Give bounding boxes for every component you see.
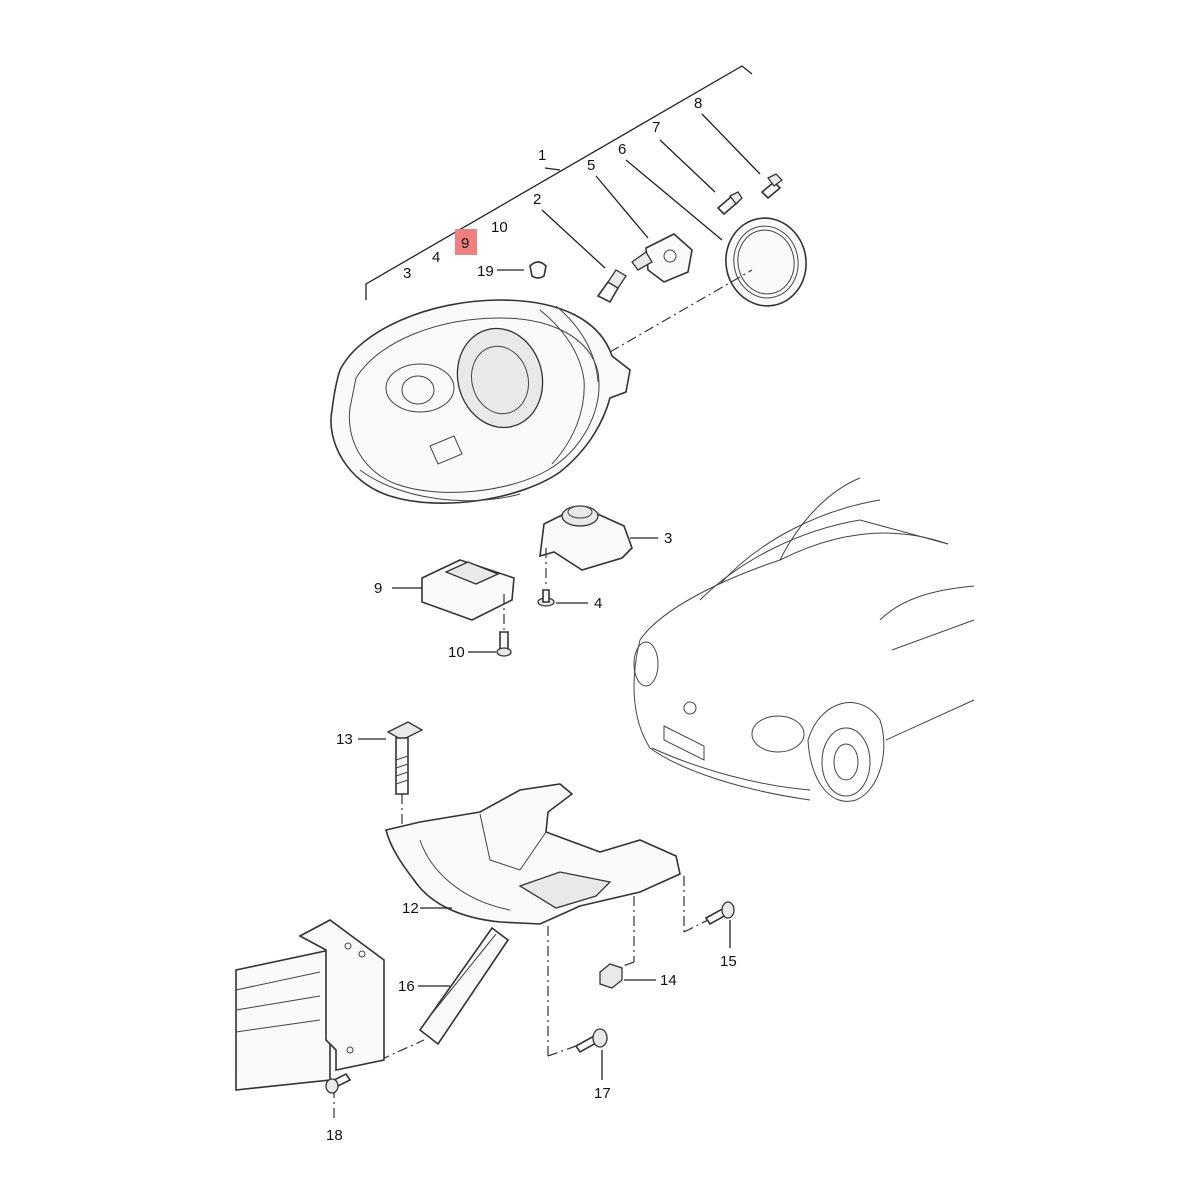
label-15: 15: [720, 953, 737, 970]
label-12: 12: [402, 900, 419, 917]
part-2-bulb: [596, 269, 627, 304]
label-5: 5: [587, 157, 595, 174]
part-13-bolt: [386, 721, 424, 795]
dash-line-16: [379, 1039, 425, 1061]
label-4: 4: [594, 595, 602, 612]
dash-line-6: [609, 269, 753, 353]
part-10-screw: [496, 631, 512, 657]
label-9: 9: [374, 580, 382, 597]
part-17-screw: [574, 1028, 608, 1054]
dash-line-14b: [611, 961, 635, 971]
label-1: 1: [538, 147, 546, 164]
group-bracket-1: [365, 65, 753, 300]
label-13: 13: [336, 731, 353, 748]
label-7: 7: [652, 119, 660, 136]
part-14-nut: [599, 963, 623, 989]
label-10-top: 10: [491, 219, 508, 236]
car-illustration: [633, 477, 975, 802]
part-16-cover: [418, 926, 510, 1046]
part-18-screw: [325, 1072, 352, 1094]
part-12-bracket: [385, 783, 681, 925]
part-15-screw: [704, 901, 735, 926]
part-8-screw: [760, 173, 783, 200]
label-4-top: 4: [432, 249, 440, 266]
dash-line-17b: [547, 1045, 577, 1057]
label-8: 8: [694, 95, 702, 112]
label-16: 16: [398, 978, 415, 995]
label-19: 19: [477, 263, 494, 280]
part-6-cover-cap: [725, 217, 807, 307]
label-9-top: 9: [461, 235, 469, 252]
part-5-bulb-socket: [631, 233, 693, 283]
leader-lines-top: [497, 113, 761, 271]
label-2: 2: [533, 191, 541, 208]
label-14: 14: [660, 972, 677, 989]
label-10: 10: [448, 644, 465, 661]
part-9-module: [421, 559, 515, 621]
part-4-screw: [537, 589, 555, 607]
label-3-top: 3: [403, 265, 411, 282]
label-3: 3: [664, 530, 672, 547]
label-17: 17: [594, 1085, 611, 1102]
part-19-plug: [529, 261, 547, 279]
bumper-carrier: [235, 919, 385, 1091]
label-6: 6: [618, 141, 626, 158]
part-1-headlight: [330, 299, 631, 504]
part-7-screw: [716, 191, 743, 216]
highlight-box: [455, 229, 477, 255]
part-3-control-unit: [539, 505, 633, 571]
label-18: 18: [326, 1127, 343, 1144]
